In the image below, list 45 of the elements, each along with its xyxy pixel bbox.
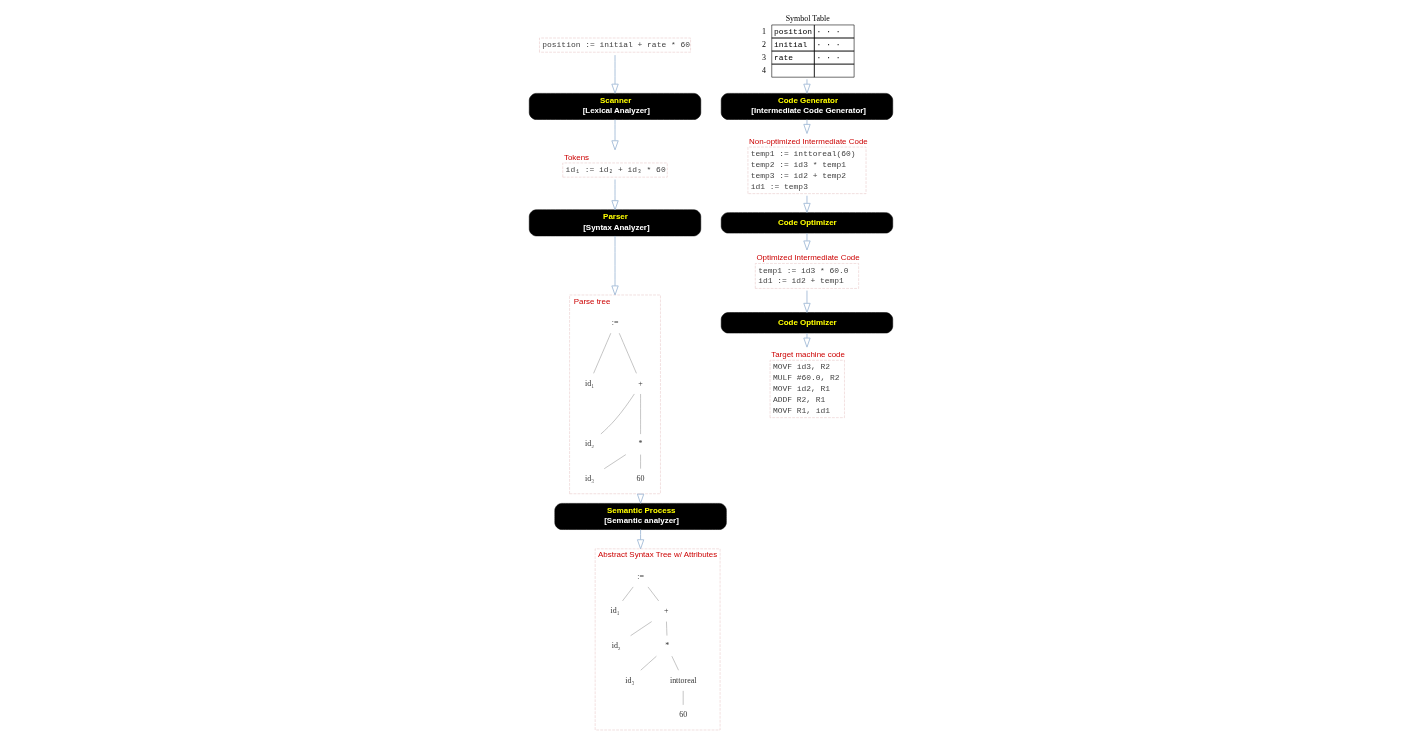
arrow: [636, 529, 645, 550]
arrow: [611, 119, 619, 151]
arrow: [803, 195, 811, 213]
node-text: *: [638, 439, 643, 449]
node-text: *: [665, 641, 670, 651]
connector: [671, 655, 679, 671]
node-text: :=: [611, 317, 619, 327]
node-text: id₁: [584, 378, 594, 388]
connector: [682, 690, 684, 706]
connector: [640, 454, 641, 469]
arrow: [803, 119, 811, 134]
arrow: [803, 232, 811, 251]
node-text: id₁: [610, 606, 620, 616]
node-label: Symbol Table: [785, 14, 830, 24]
arrow: [803, 332, 811, 348]
connector: [640, 655, 657, 671]
arrow: [803, 290, 811, 313]
connector: [666, 621, 668, 636]
node-text: id₂: [584, 439, 594, 449]
connector: [647, 586, 659, 602]
node-text: id₂: [611, 641, 621, 651]
arrow: [611, 54, 619, 94]
node-text: inttoreal: [669, 675, 697, 685]
connector: [622, 586, 634, 602]
node-label: 3: [762, 52, 767, 62]
node-text: id₃: [625, 675, 635, 685]
node-label: 2: [762, 39, 767, 49]
arrow: [611, 179, 619, 211]
connector: [618, 332, 637, 374]
connector: [593, 332, 612, 374]
node-text: 60: [636, 474, 645, 484]
arrow: [611, 235, 619, 296]
node-text: +: [638, 378, 643, 388]
node-text: +: [663, 606, 669, 616]
node-text: id₃: [584, 474, 594, 484]
connector: [603, 454, 627, 470]
cluster: [594, 548, 721, 731]
connector: [630, 621, 652, 636]
connector: [640, 393, 641, 435]
node-label: 1: [762, 26, 767, 36]
node-label: 4: [762, 65, 767, 75]
node-text: 60: [679, 710, 688, 720]
arrow: [803, 78, 811, 94]
node-text: :=: [637, 571, 644, 581]
connector: [600, 393, 635, 435]
